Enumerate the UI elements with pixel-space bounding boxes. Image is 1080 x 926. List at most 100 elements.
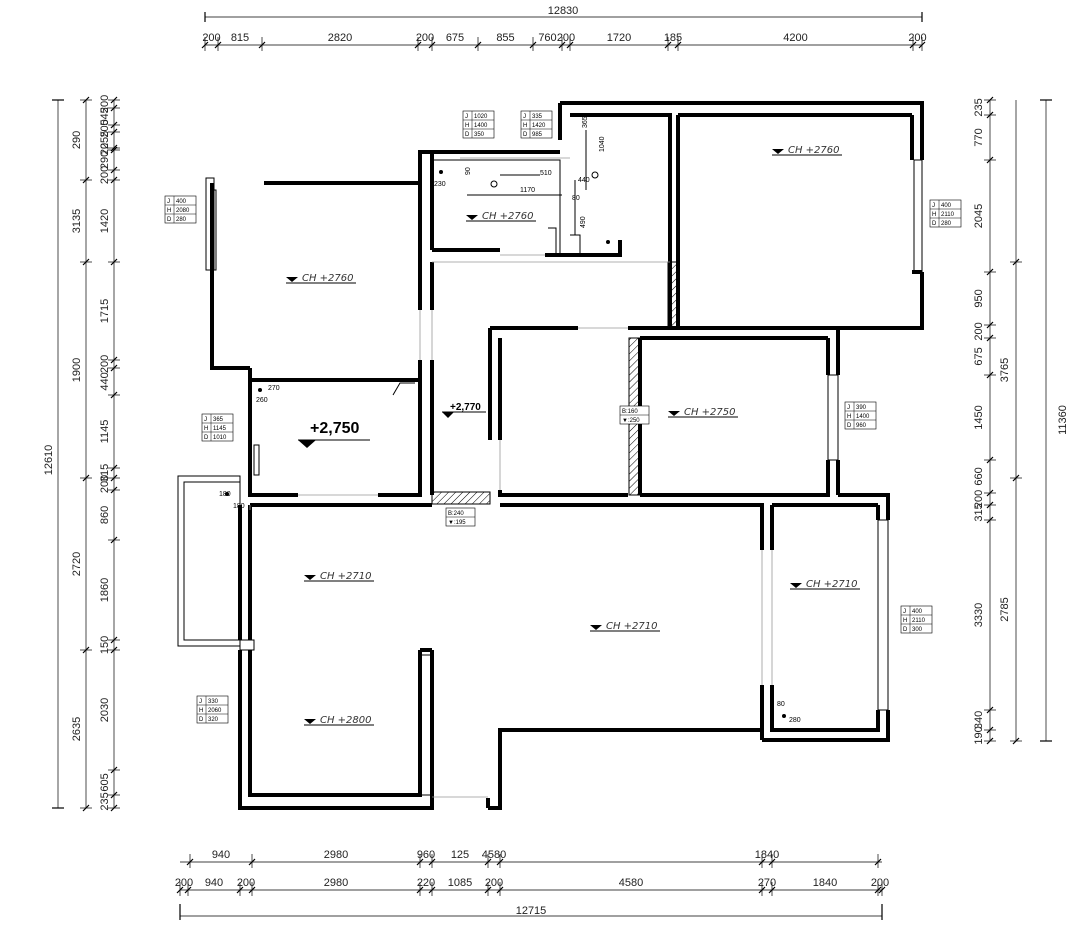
left-outer-dim-label: 2635 [71, 717, 83, 741]
right-inner-dim-label: 770 [973, 128, 985, 146]
bottom-dim1-label: 125 [451, 849, 469, 861]
right-total-dim: 11360 [1057, 405, 1069, 435]
small-dim-3: 180 [219, 491, 231, 498]
left-total-dim: 12610 [43, 445, 55, 476]
level-corridor: +2,770 [450, 402, 481, 413]
right-inner-dim-label: 235 [973, 98, 985, 116]
left-inner-dim-label: 200 [99, 166, 111, 184]
ceiling-marker-icon [790, 583, 802, 588]
ceiling-marker-icon [286, 277, 298, 282]
window-table-value: 1400 [474, 123, 488, 129]
window-table-key: J [932, 203, 935, 209]
window-table-value: 1420 [532, 123, 546, 129]
right-dimensions: 2357702045950200675145066020031533303401… [973, 96, 1069, 745]
window-table-key: J [204, 417, 207, 423]
bottom-dim2-label: 200 [485, 877, 503, 889]
ceiling-marker-icon [466, 215, 478, 220]
left-inner-dim-label: 1715 [99, 299, 111, 323]
right-inner-dim-label: 675 [973, 347, 985, 365]
window-table-value: 365 [213, 417, 224, 423]
window-table-value: 280 [176, 217, 187, 223]
right-inner-dim-label: 660 [973, 467, 985, 485]
left-inner-dim-label: 200 [99, 95, 111, 113]
top-dim-label: 675 [446, 32, 464, 44]
window-table-value: 2060 [208, 708, 222, 714]
kitchen-dim-7: 80 [572, 195, 580, 202]
left-outer-dim-label: 3135 [71, 209, 83, 233]
left-inner-dim-label: 150 [99, 636, 111, 654]
bottom-dim1-label: 1840 [755, 849, 779, 861]
window-table-key: H [903, 618, 907, 624]
window-table-key: J [465, 114, 468, 120]
window-table-value: 400 [941, 203, 952, 209]
bottom-dim2-label: 2980 [324, 877, 348, 889]
left-inner-dim-label: 235 [99, 792, 111, 810]
window-table-key: D [167, 217, 172, 223]
top-dim-label: 2820 [328, 32, 352, 44]
left-inner-dim-label: 315 [99, 464, 111, 482]
top-dim-label: 200 [202, 32, 220, 44]
window-table-value: 985 [532, 132, 543, 138]
left-inner-dim-label: 200 [99, 355, 111, 373]
kitchen-dim-5: 1040 [599, 136, 606, 152]
ceiling-marker-icon [304, 719, 316, 724]
right-inner-dim-label: 200 [973, 490, 985, 508]
small-dim-4: 180 [233, 503, 245, 510]
bottom-dim2-label: 4580 [619, 877, 643, 889]
window-table-frame [196, 695, 229, 724]
window-table-frame [929, 199, 962, 228]
top-dim-label: 185 [664, 32, 682, 44]
top-dim-label: 760 [538, 32, 556, 44]
kitchen-dim-2: 1170 [520, 187, 535, 194]
window-table-value: 350 [474, 132, 485, 138]
bottom-dim2-label: 270 [758, 877, 776, 889]
ceiling-label: CH +2760 [482, 211, 534, 222]
window-table-key: H [167, 208, 171, 214]
ceiling-label: CH +2760 [302, 273, 354, 284]
ceiling-label: CH +2750 [684, 407, 736, 418]
left-inner-dim-label: 290 [99, 151, 111, 169]
top-total-dim: 12830 [548, 5, 579, 17]
bottom-dim2-label: 1085 [448, 877, 472, 889]
bottom-dim2-label: 940 [205, 877, 223, 889]
window-table-frame [201, 413, 234, 442]
bottom-dim1-label: 4580 [482, 849, 506, 861]
bottom-dim1-label: 2980 [324, 849, 348, 861]
ceiling-marker-icon [590, 625, 602, 630]
left-inner-dim-label: 20 [99, 143, 111, 155]
top-dim-label: 200 [416, 32, 434, 44]
window-table-frame [844, 401, 877, 430]
window-table-value: 335 [532, 114, 543, 120]
left-inner-dim-label: 2030 [99, 698, 111, 722]
left-inner-dim-label: 860 [99, 506, 111, 524]
left-inner-dim-label: 440 [99, 372, 111, 390]
window-table-frame [520, 110, 553, 139]
window-table-key: D [903, 627, 908, 633]
left-inner-dim-label: 545 [99, 107, 111, 125]
right-inner-dim-label: 2045 [973, 204, 985, 228]
kitchen-dim-9: 90 [465, 167, 472, 175]
bottom-total-dim: 12715 [516, 905, 547, 917]
bottom-dim2-label: 200 [237, 877, 255, 889]
left-outer-dim-label: 1900 [71, 358, 83, 382]
window-table-key: D [932, 221, 937, 227]
right-inner-dim-label: 340 [973, 711, 985, 729]
window-table-key: J [903, 609, 906, 615]
right-inner-dim-label: 200 [973, 322, 985, 340]
small-dim-5: 80 [777, 701, 785, 708]
window-table-key: D [523, 132, 528, 138]
beam-tag-depth: ▼:250 [622, 418, 640, 424]
small-dim-6: 280 [789, 717, 801, 724]
window-table-value: 300 [912, 627, 923, 633]
window-table-value: 330 [208, 699, 219, 705]
small-dim-1: 270 [268, 385, 280, 392]
